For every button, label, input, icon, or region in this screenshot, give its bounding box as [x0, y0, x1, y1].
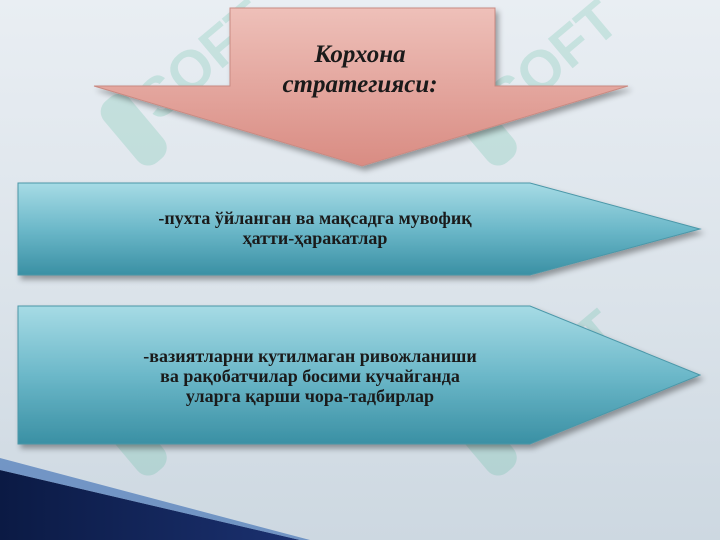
corner-stripe-accent [0, 458, 310, 540]
title-line-1: Корхона [314, 41, 406, 68]
title-line-2: стратегияси: [282, 71, 438, 98]
diagram-title: Корхона стратегияси: [240, 40, 480, 100]
box1-shape [17, 182, 702, 276]
box1-line-2: ҳатти-ҳаракатлар [242, 228, 388, 248]
box1-text: -пухта ўйланган ва мақсадга мувофиқ ҳатт… [120, 208, 510, 248]
box2-line-1: -вазиятларни кутилмаган ривожланиши [143, 346, 477, 366]
box2-shape [17, 305, 702, 445]
box2-line-3: уларга қарши чора-тадбирлар [185, 386, 435, 406]
title-arrow-shape [93, 7, 629, 167]
box1-line-1: -пухта ўйланган ва мақсадга мувофиқ [158, 208, 472, 228]
box2-text: -вазиятларни кутилмаган ривожланиши ва р… [110, 346, 510, 406]
box2-line-2: ва рақобатчилар босими кучайганда [160, 366, 460, 386]
